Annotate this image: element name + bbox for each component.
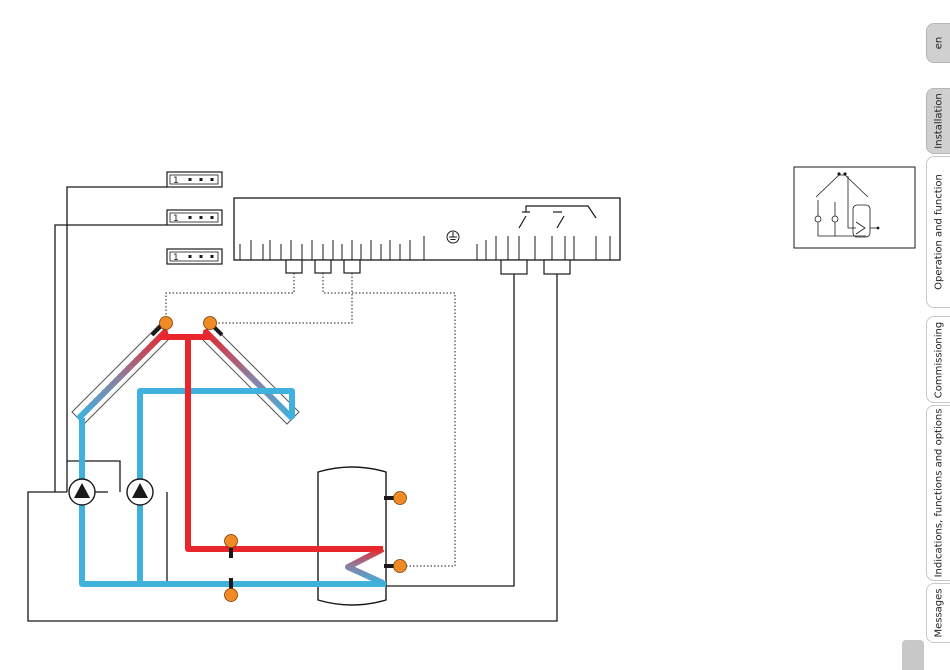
solar-collector-left [72, 325, 171, 424]
pump-icon [69, 479, 95, 505]
relay-plug-r2 [544, 260, 570, 274]
pump-icon [127, 479, 153, 505]
page-marker [902, 640, 924, 670]
pump-group [69, 479, 153, 505]
chapter-tab-label: Indications, functions and options [933, 409, 944, 578]
sensor-connector-group: 1 1 1 [167, 172, 222, 264]
sensor-connector-block: 1 [167, 210, 222, 225]
chapter-tab-label: Operation and function [933, 174, 944, 290]
chapter-tab-label: Commissioning [933, 321, 944, 397]
sensor-plug-s1 [286, 260, 302, 273]
temperature-sensor-icon [384, 492, 407, 505]
connector-pin-label: 1 [173, 253, 179, 263]
controller-unit [234, 198, 620, 274]
chapter-tab[interactable]: Messages [926, 583, 950, 643]
controller-housing [234, 198, 620, 260]
relay-plug-r1 [501, 260, 527, 274]
chapter-tab-label: en [933, 37, 944, 50]
connector-pin-label: 1 [173, 176, 179, 186]
sensor-plug-s2 [315, 260, 331, 273]
sensor-plug-s3 [344, 260, 360, 273]
temperature-sensor-icon [384, 560, 407, 573]
chapter-tab[interactable]: en [926, 23, 950, 63]
chapter-tab[interactable]: Installation [926, 88, 950, 154]
system-thumbnail-icon [794, 167, 915, 248]
connector-pin-label: 1 [173, 214, 179, 224]
sensor-connector-block: 1 [167, 172, 222, 187]
chapter-tab-label: Messages [933, 588, 944, 637]
chapter-tab[interactable]: Operation and function [926, 156, 950, 308]
chapter-tab-label: Installation [933, 93, 944, 148]
chapter-tab[interactable]: Commissioning [926, 316, 950, 403]
solar-collector-right [200, 325, 299, 424]
chapter-tab[interactable]: Indications, functions and options [926, 405, 950, 581]
sensor-connector-block: 1 [167, 249, 222, 264]
